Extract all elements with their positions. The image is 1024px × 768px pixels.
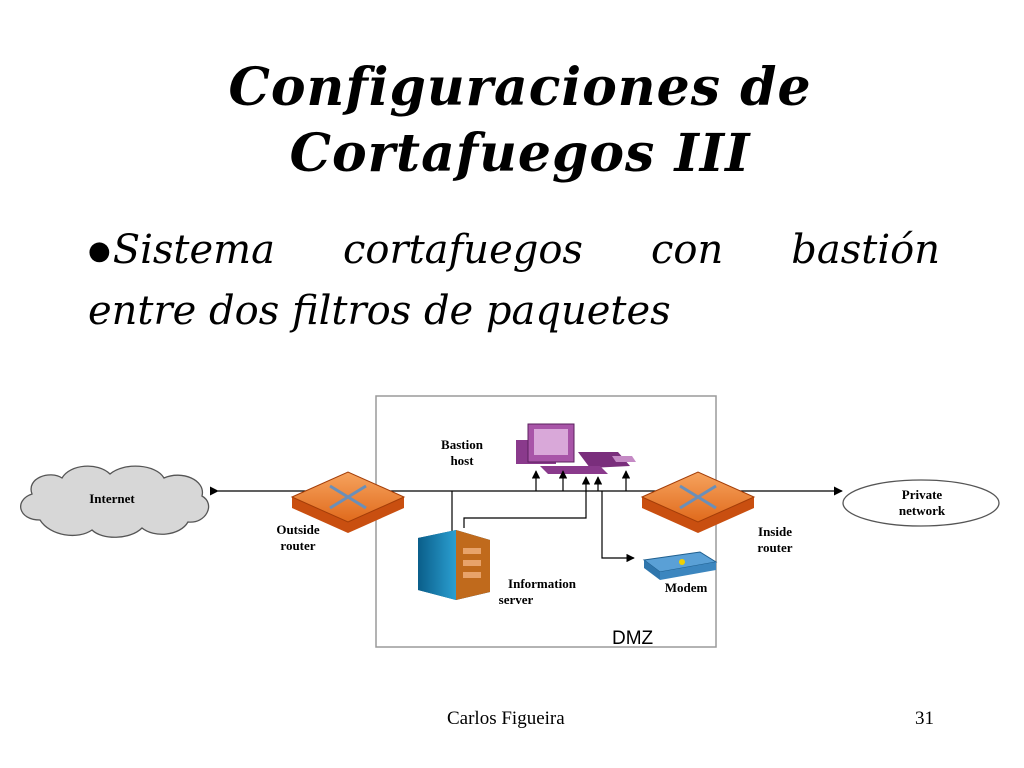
bullet-word-3: con: [650, 227, 724, 273]
bastion-host-computer-icon: [516, 423, 636, 474]
modem-icon: [642, 551, 718, 580]
path-to-server: [463, 491, 587, 528]
information-server-icon: [418, 530, 490, 600]
bullet-point: ● Sistema cortafuegos con bastión entre …: [88, 222, 940, 339]
information-server-label-2: server: [499, 592, 534, 607]
private-network-label-1: Private: [902, 487, 943, 502]
title-line-2: Cortafuegos III: [289, 123, 751, 184]
footer-author: Carlos Figueira: [447, 708, 565, 729]
bastion-host-label-2: host: [450, 453, 474, 468]
inside-router-label-1: Inside: [758, 524, 792, 539]
bullet-word-2: cortafuegos: [342, 227, 583, 273]
title-line-1: Configuraciones de: [228, 57, 812, 118]
inside-router-label-2: router: [757, 540, 792, 555]
outside-router-icon: [290, 471, 406, 533]
internet-label: Internet: [89, 491, 135, 506]
outside-router-label-1: Outside: [276, 522, 320, 537]
internet-cloud-icon: [20, 465, 210, 538]
modem-label: Modem: [665, 580, 708, 595]
dmz-label: DMZ: [612, 628, 654, 649]
bullet-word-1: Sistema: [112, 227, 275, 273]
bullet-line-2: entre dos filtros de paquetes: [88, 288, 671, 334]
bullet-dot-icon: ●: [88, 236, 111, 266]
private-network-label-2: network: [899, 503, 946, 518]
bullet-word-4: bastión: [791, 227, 940, 273]
slide-title: Configuraciones de Cortafuegos III: [180, 55, 860, 187]
information-server-label-1: Information: [508, 576, 577, 591]
private-network-icon: [842, 479, 1000, 527]
page-number: 31: [915, 708, 934, 729]
inside-router-icon: [640, 471, 756, 533]
arrow-to-modem: [601, 491, 635, 563]
outside-router-label-2: router: [280, 538, 315, 553]
bastion-host-label-1: Bastion: [441, 437, 484, 452]
